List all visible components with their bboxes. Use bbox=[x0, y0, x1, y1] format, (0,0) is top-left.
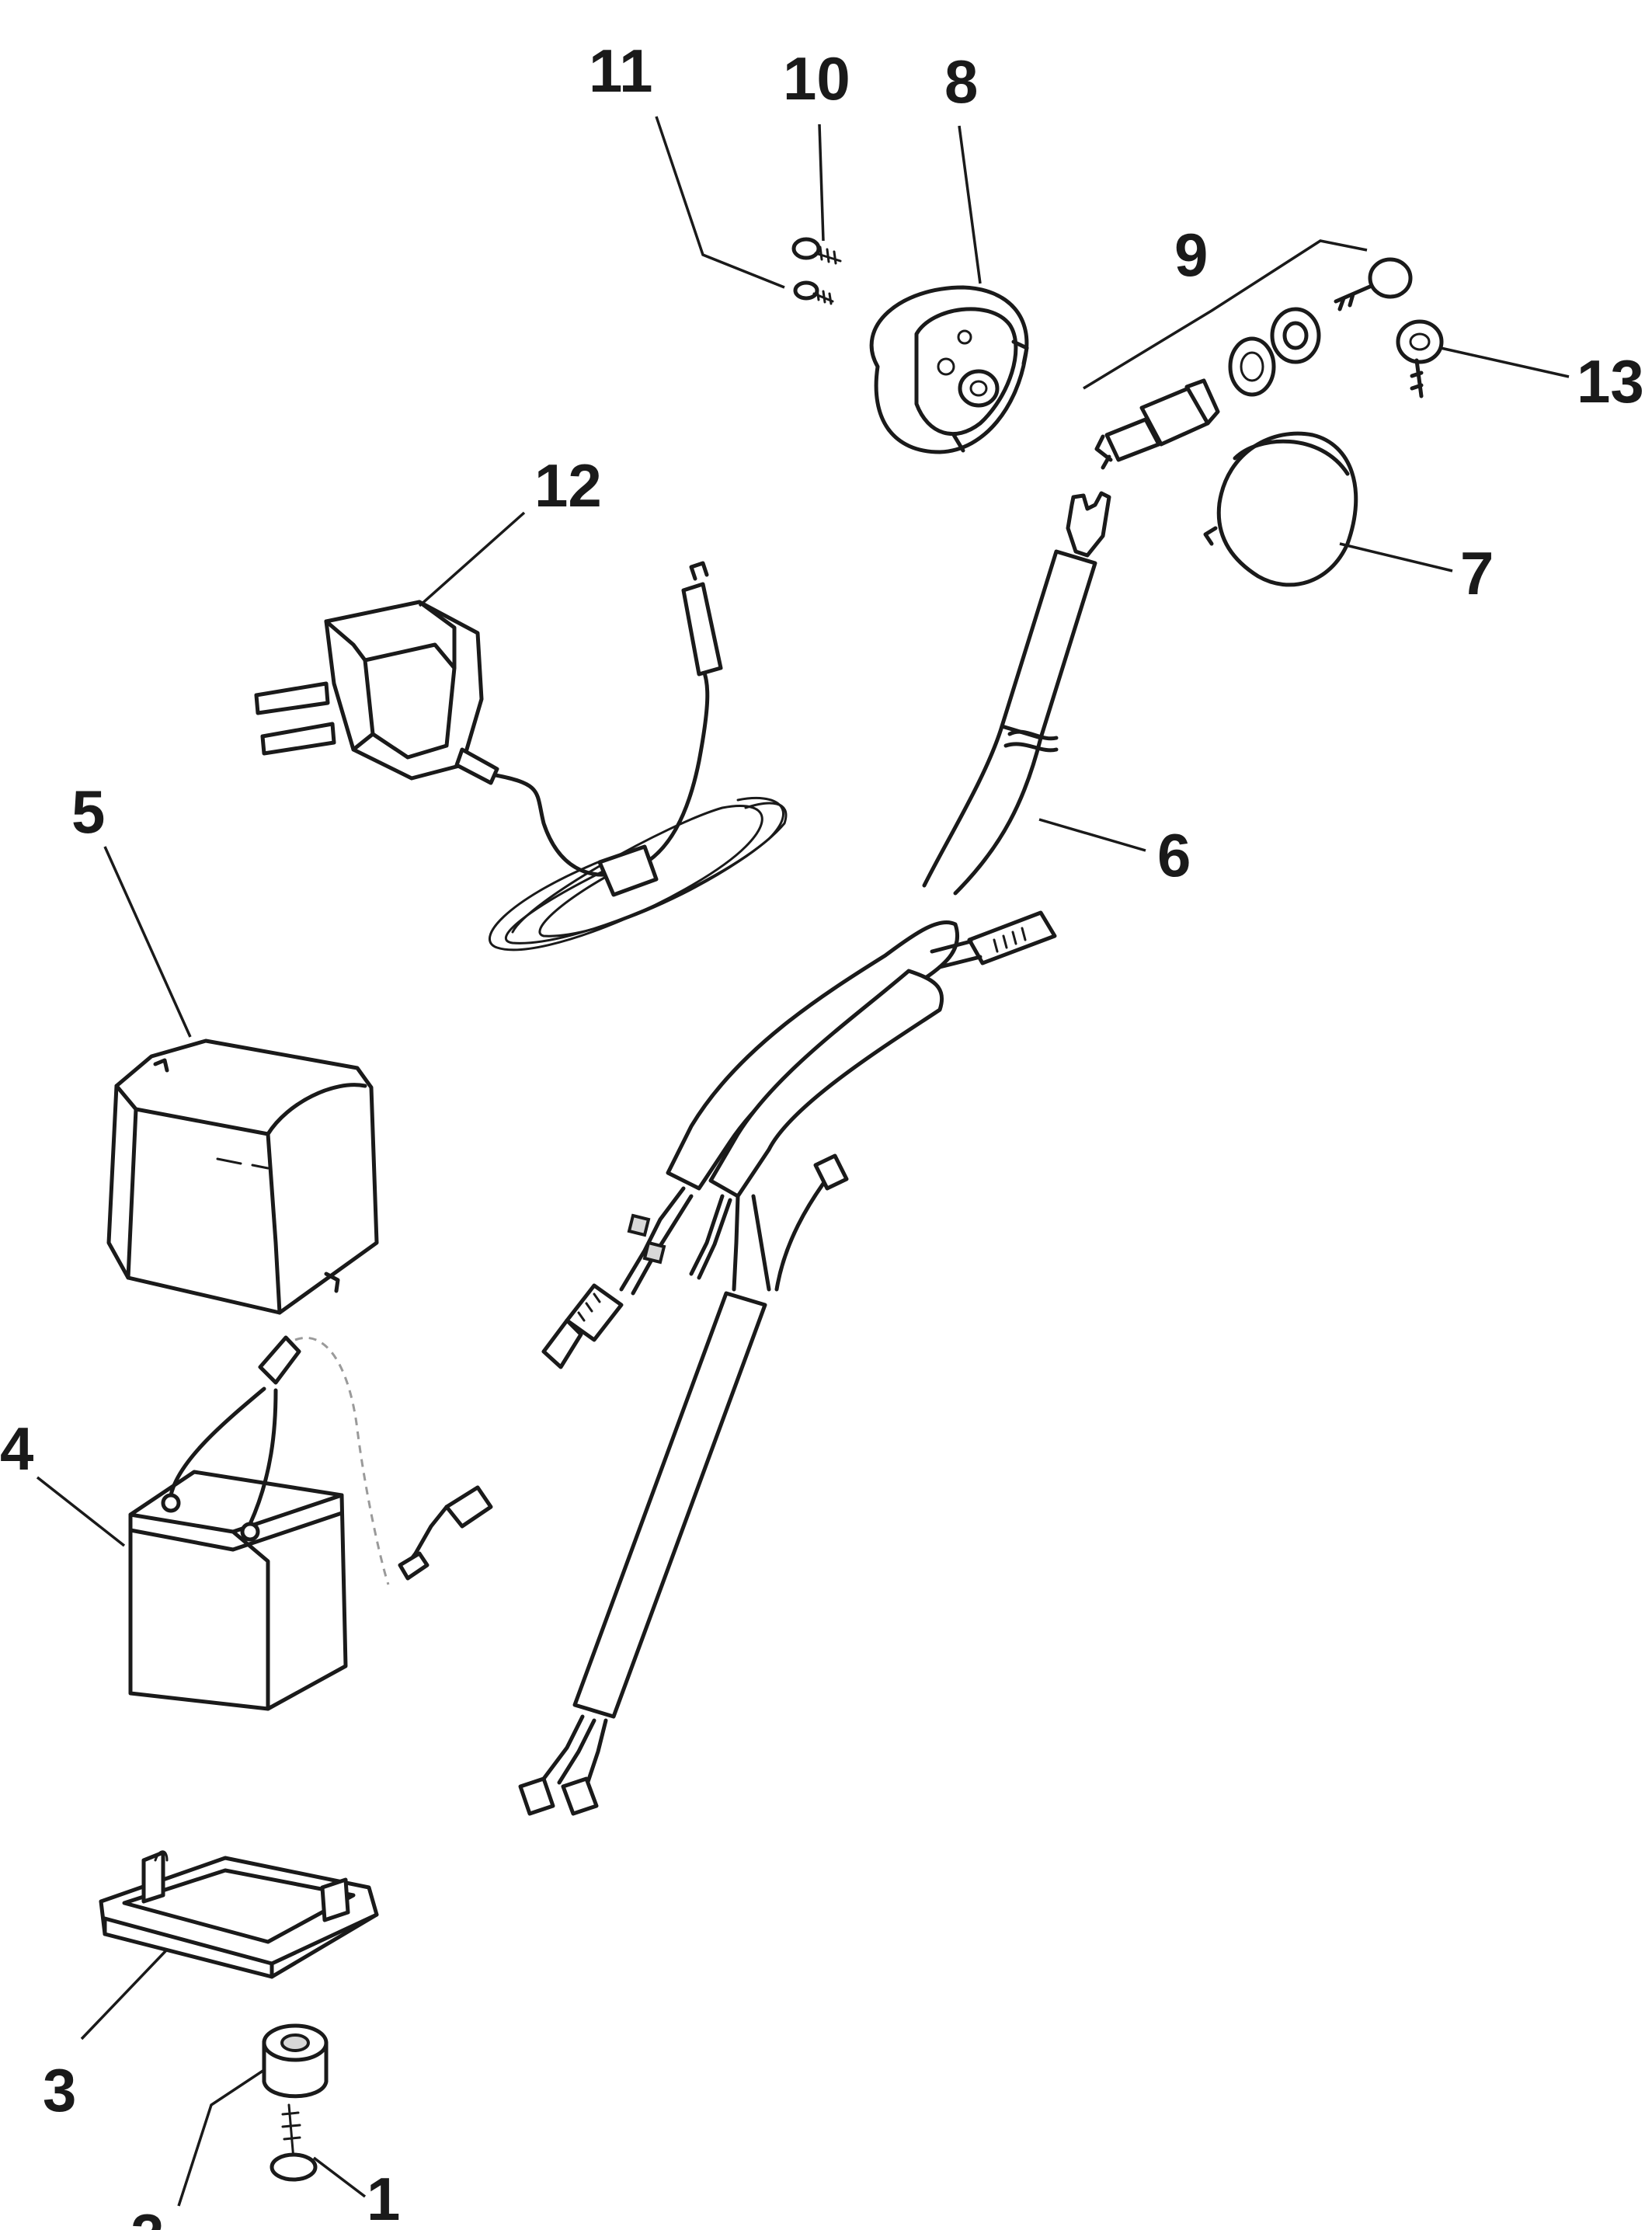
keys bbox=[1334, 257, 1444, 398]
label-part-6: 6 bbox=[1157, 821, 1191, 889]
screw bbox=[791, 237, 842, 265]
label-part-12: 12 bbox=[534, 451, 602, 520]
label-part-7: 7 bbox=[1460, 539, 1494, 607]
screw-small bbox=[793, 280, 834, 305]
label-part-5: 5 bbox=[71, 778, 105, 846]
label-part-1: 1 bbox=[367, 2165, 400, 2230]
label-part-8: 8 bbox=[944, 47, 978, 116]
battery bbox=[128, 1335, 493, 1711]
label-part-13: 13 bbox=[1577, 347, 1644, 416]
battery-cover bbox=[106, 1038, 379, 1315]
battery-tray bbox=[99, 1850, 379, 1979]
spacer bbox=[262, 2023, 329, 2099]
label-part-4: 4 bbox=[0, 1414, 33, 1483]
screw-bottom bbox=[270, 2103, 318, 2182]
part-labels: 11 10 8 9 13 12 7 6 5 4 3 1 2 bbox=[0, 37, 1644, 2230]
leader-lines bbox=[36, 116, 1570, 2207]
label-part-11: 11 bbox=[589, 37, 652, 105]
label-part-10: 10 bbox=[783, 44, 850, 113]
label-part-3: 3 bbox=[43, 2056, 76, 2124]
cable-harness bbox=[518, 491, 1111, 1816]
cover-cap bbox=[1203, 431, 1358, 587]
charger bbox=[254, 561, 788, 951]
key-switch bbox=[1094, 307, 1321, 470]
switch-housing bbox=[869, 285, 1029, 454]
label-part-9: 9 bbox=[1174, 221, 1208, 289]
label-part-2: 2 bbox=[130, 2201, 164, 2230]
